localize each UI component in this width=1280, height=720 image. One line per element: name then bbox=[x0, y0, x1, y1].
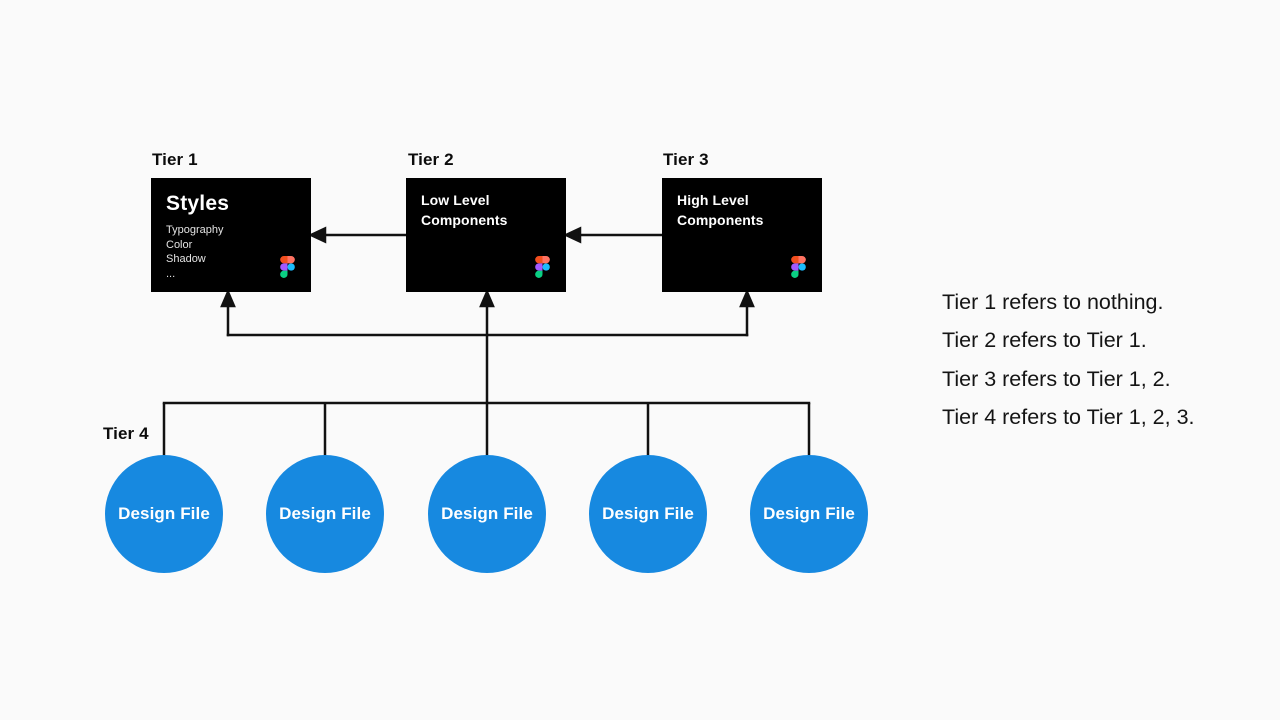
tier1-label: Tier 1 bbox=[152, 150, 198, 169]
tier1-styles-box: Styles Typography Color Shadow ... bbox=[151, 178, 311, 292]
figma-logo-icon bbox=[791, 256, 806, 278]
style-item-ellipsis: ... bbox=[166, 267, 176, 280]
design-file-circle-3: Design File bbox=[428, 455, 546, 573]
style-item-color: Color bbox=[166, 238, 193, 251]
tier2-label: Tier 2 bbox=[408, 150, 454, 169]
arrow-tier2-to-tier1 bbox=[308, 226, 406, 244]
tier2-low-level-components-box: Low Level Components bbox=[406, 178, 566, 292]
tier-reference-notes: Tier 1 refers to nothing. Tier 2 refers … bbox=[942, 283, 1195, 437]
style-item-typography: Typography bbox=[166, 224, 224, 236]
design-file-label: Design File bbox=[279, 504, 371, 523]
design-file-circle-5: Design File bbox=[750, 455, 868, 573]
design-file-circle-1: Design File bbox=[105, 455, 223, 573]
note-tier4: Tier 4 refers to Tier 1, 2, 3. bbox=[942, 405, 1195, 430]
design-file-circle-4: Design File bbox=[589, 455, 707, 573]
tier3-box-title: High Level Components bbox=[677, 192, 764, 228]
note-tier1: Tier 1 refers to nothing. bbox=[942, 290, 1164, 314]
style-item-shadow: Shadow bbox=[166, 253, 206, 265]
tier4-to-tiers-bus bbox=[220, 288, 755, 403]
tier1-style-items: Typography Color Shadow ... bbox=[166, 223, 296, 281]
note-tier2: Tier 2 refers to Tier 1. bbox=[942, 328, 1147, 353]
design-file-label: Design File bbox=[763, 504, 855, 523]
figma-logo-icon bbox=[535, 256, 550, 278]
arrow-tier3-to-tier2 bbox=[563, 226, 662, 244]
design-file-circle-2: Design File bbox=[266, 455, 384, 573]
note-tier3: Tier 3 refers to Tier 1, 2. bbox=[942, 366, 1171, 391]
tier1-box-title: Styles bbox=[166, 192, 230, 215]
design-file-label: Design File bbox=[602, 504, 694, 523]
figma-logo-icon bbox=[280, 256, 295, 278]
tier3-high-level-components-box: High Level Components bbox=[662, 178, 822, 292]
tier4-label: Tier 4 bbox=[103, 424, 149, 443]
design-file-label: Design File bbox=[118, 504, 210, 523]
tier3-label: Tier 3 bbox=[663, 150, 709, 169]
design-files-bus bbox=[162, 401, 811, 456]
tier2-box-title: Low Level Components bbox=[421, 192, 508, 228]
design-file-label: Design File bbox=[441, 504, 533, 523]
